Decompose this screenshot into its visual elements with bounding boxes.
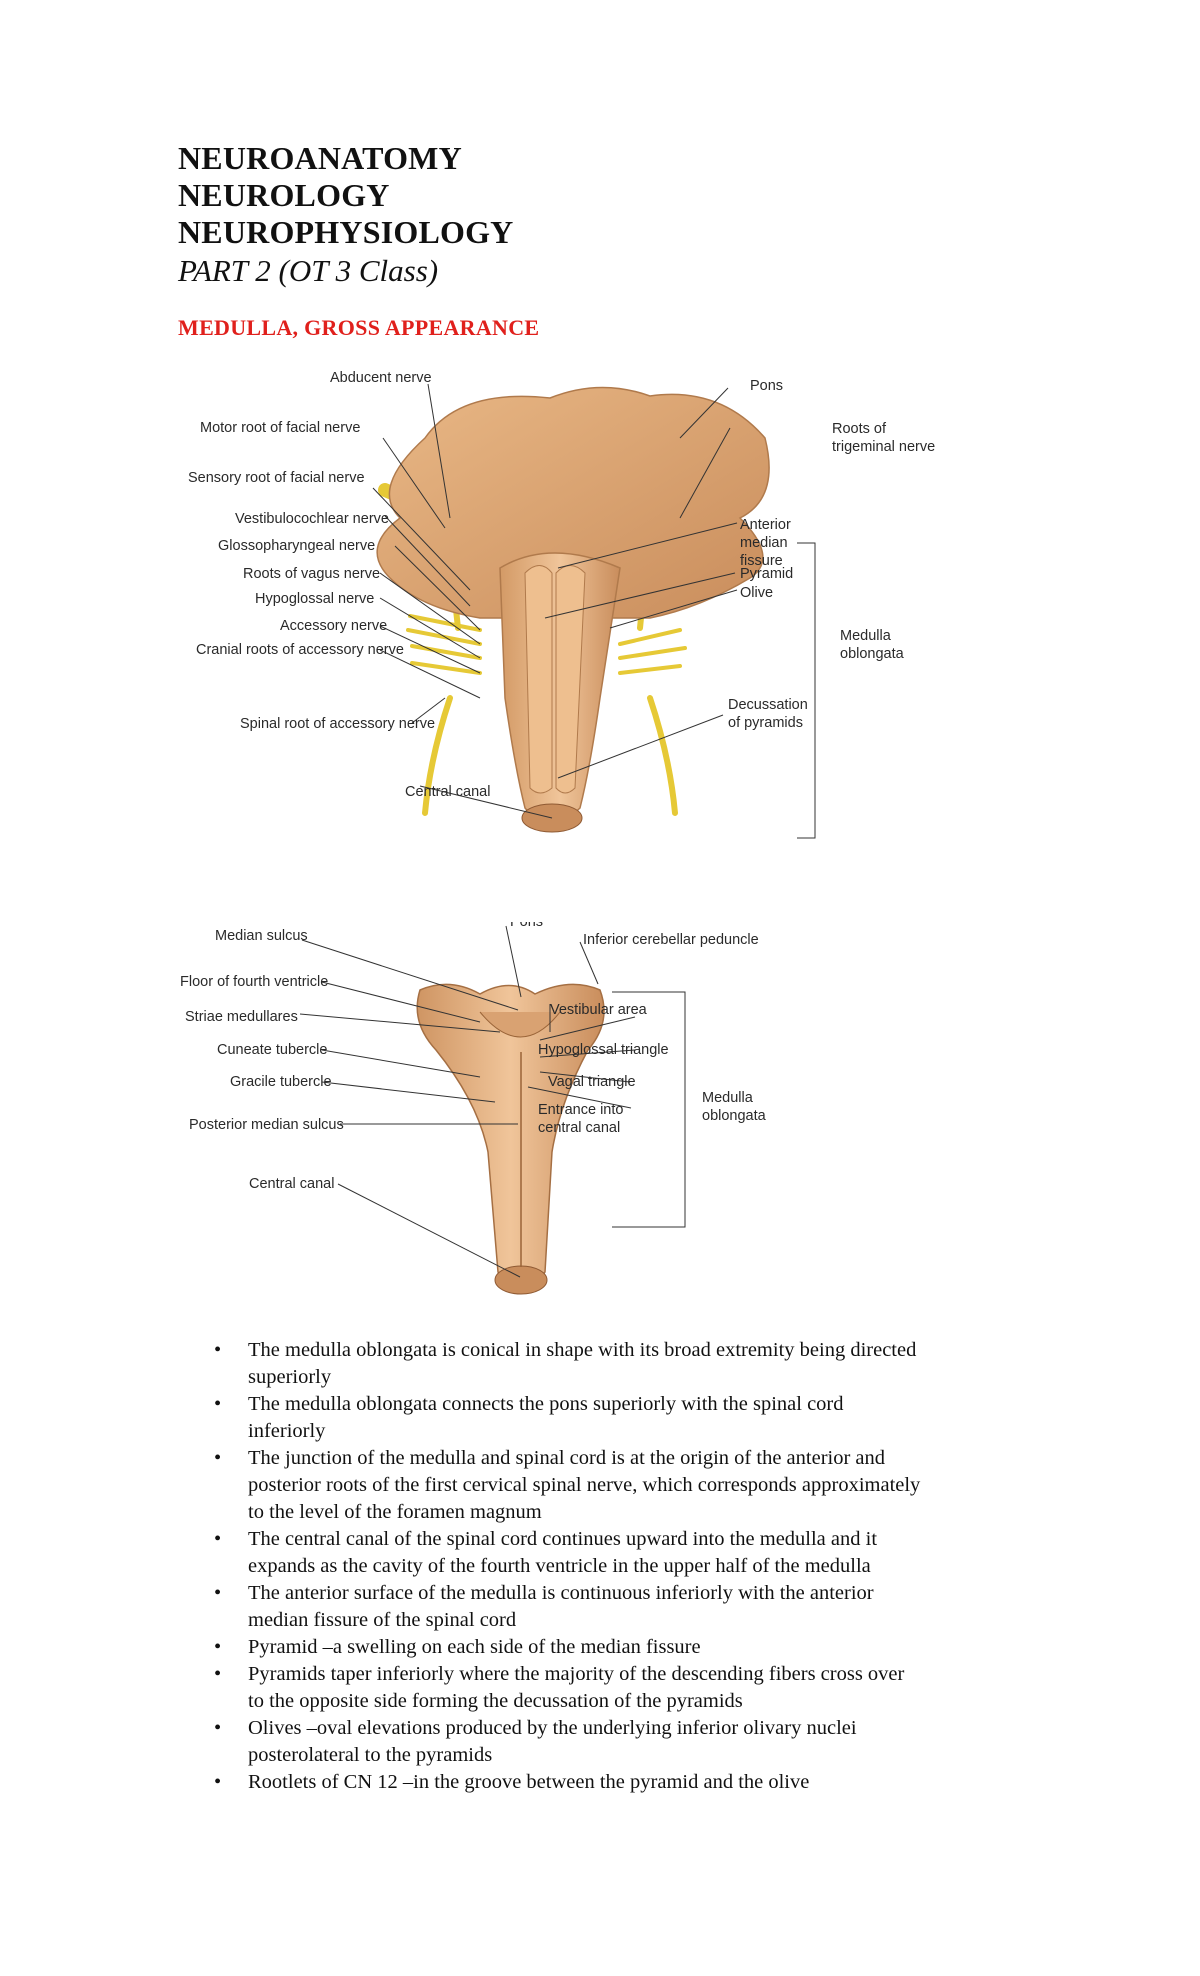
title-line-2: NEUROLOGY (178, 177, 390, 213)
bullet-line: to the opposite side forming the decussa… (248, 1690, 743, 1712)
title-line-3: NEUROPHYSIOLOGY (178, 214, 514, 250)
label-posterior-median-sulcus: Posterior median sulcus (189, 1117, 344, 1133)
label-hypoglossal: Hypoglossal nerve (255, 591, 374, 607)
bullet-line: The medulla oblongata connects the pons … (248, 1393, 844, 1415)
figure-anterior-medulla: Abducent nerve Motor root of facial nerv… (180, 368, 1000, 858)
list-item: • The medulla oblongata is conical in sh… (210, 1337, 1040, 1391)
label-olive: Olive (740, 585, 773, 601)
list-item: • The junction of the medulla and spinal… (210, 1445, 1040, 1526)
spinal-cord-cross-section (494, 1265, 548, 1295)
label-vagus-roots: Roots of vagus nerve (243, 566, 380, 582)
bullet-line: The medulla oblongata is conical in shap… (248, 1339, 917, 1361)
bullet-dot: • (214, 1339, 222, 1361)
leader-lines (372, 383, 816, 839)
anterior-medulla-illustration: Abducent nerve Motor root of facial nerv… (188, 370, 935, 839)
label-spinal-root-accessory: Spinal root of accessory nerve (240, 716, 435, 732)
list-item: • Olives –oval elevations produced by th… (210, 1715, 1040, 1769)
document-header: NEUROANATOMY NEUROLOGY NEUROPHYSIOLOGY P… (178, 140, 513, 291)
label-anterior-median-2: median (740, 535, 788, 551)
bullet-dot: • (214, 1663, 222, 1685)
label-medulla-1: Medulla (840, 628, 892, 644)
label-decussation-2: of pyramids (728, 715, 803, 731)
label-gracile-tubercle: Gracile tubercle (230, 1074, 332, 1090)
bullet-dot: • (214, 1528, 222, 1550)
label-trigeminal-2: trigeminal nerve (832, 439, 935, 455)
bullet-line: The anterior surface of the medulla is c… (248, 1582, 874, 1604)
label-inferior-cerebellar-peduncle: Inferior cerebellar peduncle (583, 932, 759, 948)
label-striae-medullares: Striae medullares (185, 1009, 298, 1025)
posterior-medulla-illustration: Median sulcus Floor of fourth ventricle … (180, 922, 767, 1295)
label-cranial-roots-accessory: Cranial roots of accessory nerve (196, 642, 404, 658)
label-medulla-1: Medulla (702, 1090, 754, 1106)
bullet-line: Pyramids taper inferiorly where the majo… (248, 1663, 905, 1685)
pons-shape (376, 386, 770, 619)
bullet-dot: • (214, 1636, 222, 1658)
label-central-canal: Central canal (405, 784, 490, 800)
label-cuneate-tubercle: Cuneate tubercle (217, 1042, 327, 1058)
bullet-line: posterior roots of the first cervical sp… (248, 1474, 921, 1496)
pyramid-left (524, 565, 553, 794)
bullet-line: The central canal of the spinal cord con… (248, 1528, 878, 1550)
bullet-dot: • (214, 1771, 222, 1793)
bullet-line: Rootlets of CN 12 –in the groove between… (248, 1771, 810, 1793)
title-line-1: NEUROANATOMY (178, 140, 462, 176)
bullet-line: expands as the cavity of the fourth vent… (248, 1555, 871, 1577)
label-glossopharyngeal: Glossopharyngeal nerve (218, 538, 375, 554)
fourth-ventricle-floor (479, 1011, 561, 1038)
bullet-line: to the level of the foramen magnum (248, 1501, 542, 1523)
label-anterior-median-3: fissure (740, 553, 783, 569)
subtitle: PART 2 (OT 3 Class) (178, 253, 439, 288)
label-decussation-1: Decussation (728, 697, 808, 713)
label-accessory: Accessory nerve (280, 618, 387, 634)
label-vestibular-area: Vestibular area (550, 1002, 648, 1018)
leader-lines (299, 925, 686, 1278)
bullet-line: Pyramid –a swelling on each side of the … (248, 1636, 701, 1658)
list-item: • Pyramids taper inferiorly where the ma… (210, 1661, 1040, 1715)
bullet-list: • The medulla oblongata is conical in sh… (210, 1337, 1040, 1796)
label-floor-fourth-ventricle: Floor of fourth ventricle (180, 974, 328, 990)
figure-posterior-medulla: Median sulcus Floor of fourth ventricle … (180, 922, 1000, 1322)
label-motor-root-facial: Motor root of facial nerve (200, 420, 360, 436)
label-pons: Pons (750, 378, 783, 394)
bullet-dot: • (214, 1447, 222, 1469)
label-central-canal: Central canal (249, 1176, 334, 1192)
label-abducent-nerve: Abducent nerve (330, 370, 432, 386)
list-item: • Rootlets of CN 12 –in the groove betwe… (210, 1769, 1040, 1796)
bullet-line: inferiorly (248, 1420, 326, 1442)
label-anterior-median-1: Anterior (740, 517, 791, 533)
label-median-sulcus: Median sulcus (215, 928, 308, 944)
list-item: • The central canal of the spinal cord c… (210, 1526, 1040, 1580)
bullet-dot: • (214, 1582, 222, 1604)
label-pons: Pons (510, 922, 543, 930)
bullet-line: posterolateral to the pyramids (248, 1744, 493, 1766)
list-item: • The anterior surface of the medulla is… (210, 1580, 1040, 1634)
bullet-line: median fissure of the spinal cord (248, 1609, 517, 1631)
label-medulla-2: oblongata (840, 646, 905, 662)
label-sensory-root-facial: Sensory root of facial nerve (188, 470, 365, 486)
bullet-dot: • (214, 1393, 222, 1415)
label-trigeminal-1: Roots of (832, 421, 887, 437)
label-entrance-1: Entrance into (538, 1102, 623, 1118)
label-entrance-2: central canal (538, 1120, 620, 1136)
label-vestibulocochlear: Vestibulocochlear nerve (235, 511, 389, 527)
section-title: MEDULLA, GROSS APPEARANCE (178, 315, 540, 340)
label-hypoglossal-triangle: Hypoglossal triangle (538, 1042, 669, 1058)
bullet-line: Olives –oval elevations produced by the … (248, 1717, 857, 1739)
list-item: • Pyramid –a swelling on each side of th… (210, 1634, 1040, 1661)
list-item: • The medulla oblongata connects the pon… (210, 1391, 1040, 1445)
label-pyramid: Pyramid (740, 566, 793, 582)
label-medulla-2: oblongata (702, 1108, 767, 1124)
bullet-line: superiorly (248, 1366, 332, 1388)
label-vagal-triangle: Vagal triangle (548, 1074, 636, 1090)
medulla-posterior-shape (416, 983, 605, 1288)
bullet-line: The junction of the medulla and spinal c… (248, 1447, 886, 1469)
bullet-dot: • (214, 1717, 222, 1739)
